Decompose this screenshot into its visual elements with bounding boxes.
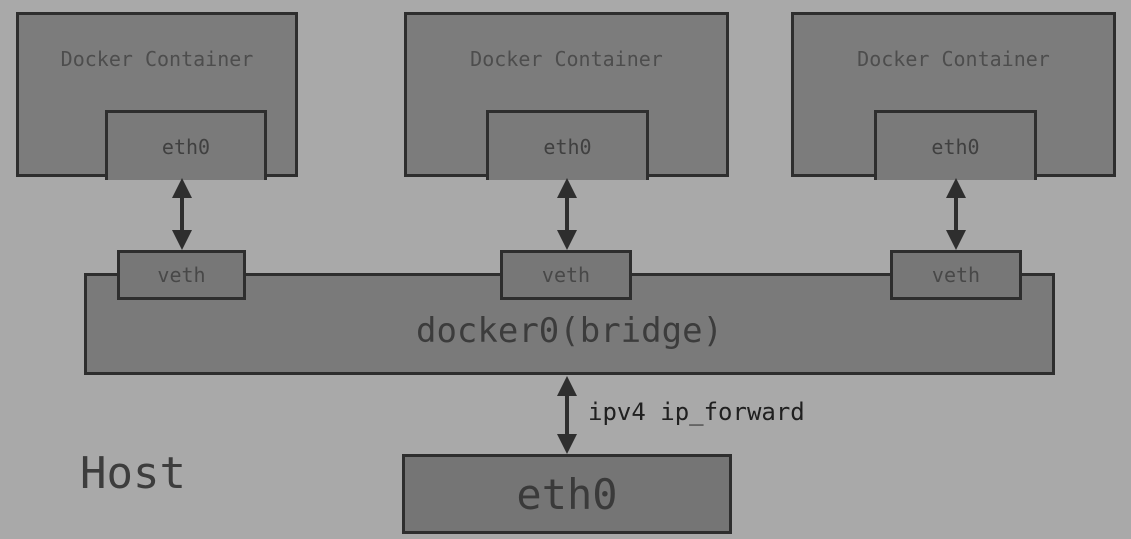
docker-container-2: Docker Container eth0: [404, 12, 729, 180]
host-eth0: eth0: [402, 454, 732, 534]
docker-container-3: Docker Container eth0: [791, 12, 1116, 180]
container-eth0: eth0: [486, 110, 649, 180]
veth-2: veth: [500, 250, 632, 300]
container-title: Docker Container: [857, 47, 1050, 71]
container-eth0: eth0: [105, 110, 267, 180]
ip-forward-label: ipv4 ip_forward: [588, 398, 805, 426]
container-title: Docker Container: [60, 47, 254, 71]
host-label: Host: [80, 448, 186, 499]
docker-container-1: Docker Container eth0: [16, 12, 298, 180]
container-eth0: eth0: [874, 110, 1037, 180]
veth-1: veth: [117, 250, 246, 300]
container-title: Docker Container: [470, 47, 663, 71]
veth-3: veth: [890, 250, 1022, 300]
